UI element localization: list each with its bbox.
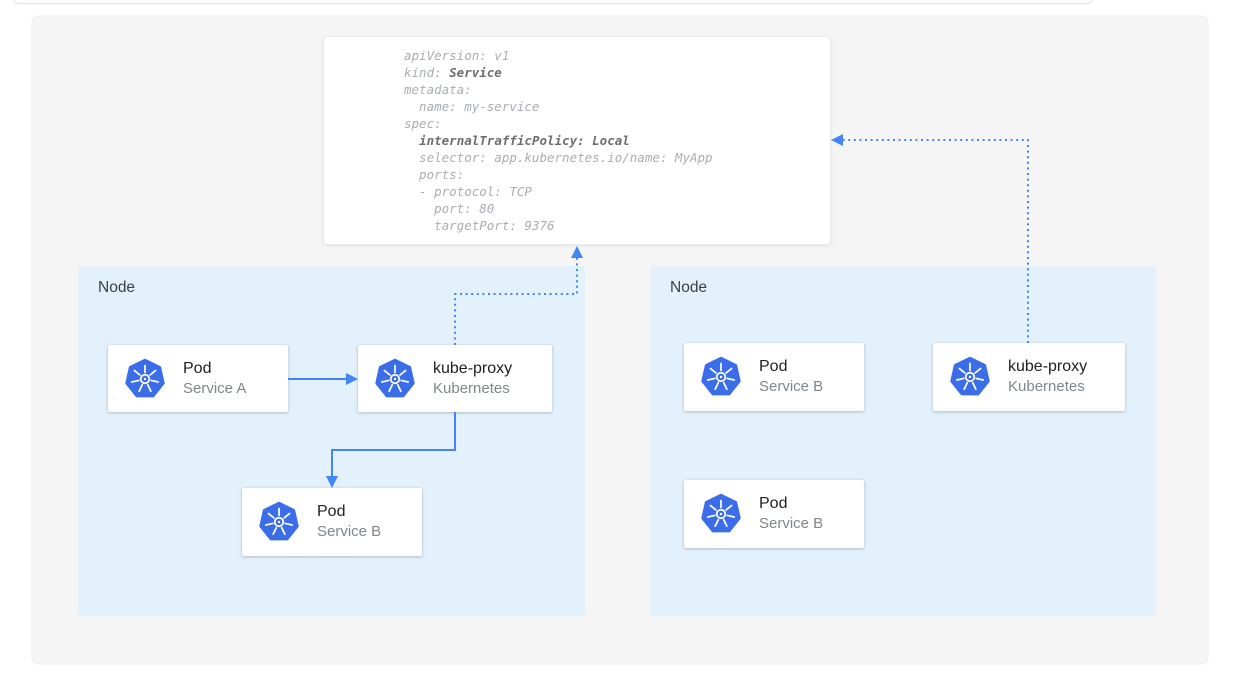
card-title: Pod [759,495,788,513]
code-line: selector: app.kubernetes.io/name: MyApp [404,150,713,165]
node-label: Node [98,279,136,296]
card-title: Pod [317,503,346,521]
kube-proxy-right-card: kube-proxy Kubernetes [933,343,1125,411]
pod-service-a-card: Pod Service A [108,345,288,412]
code-line: internalTrafficPolicy: Local [419,133,630,148]
code-line: port: 80 [404,201,495,216]
card-title: kube-proxy [433,359,513,377]
pod-service-b-right-card-1: Pod Service B [684,343,864,411]
card-title: Pod [183,359,212,377]
kubernetes-icon [124,358,166,400]
card-subtitle: Kubernetes [433,379,510,397]
pod-service-b-left-card: Pod Service B [242,488,422,556]
pod-service-b-right-card-2: Pod Service B [684,480,864,548]
node-box-left: Node [78,266,585,616]
kubernetes-icon [700,493,742,535]
card-subtitle: Service B [759,515,824,533]
yaml-code: apiVersion: v1 kind: Service metadata: nam… [404,47,830,234]
kube-proxy-left-card: kube-proxy Kubernetes [358,345,552,412]
code-line: ports: [404,167,465,182]
card-subtitle: Service A [183,379,247,397]
card-title: Pod [759,358,788,376]
code-line: metadata: [404,82,472,97]
card-subtitle: Kubernetes [1008,378,1085,396]
kubernetes-icon [700,356,742,398]
kubernetes-icon [949,356,991,398]
top-divider [13,0,1093,4]
card-subtitle: Service B [317,523,382,541]
service-yaml-card: apiVersion: v1 kind: Service metadata: nam… [323,36,831,245]
code-line: targetPort: 9376 [404,218,555,233]
code-line: spec: [404,116,442,131]
kubernetes-icon [258,501,300,543]
code-line: apiVersion: v1 [404,48,510,63]
kubernetes-icon [374,358,416,400]
code-line: name: my-service [404,99,540,114]
node-box-right: Node [650,266,1156,616]
code-line: - protocol: TCP [404,184,532,199]
card-subtitle: Service B [759,378,824,396]
node-label: Node [670,279,708,296]
card-title: kube-proxy [1008,358,1088,376]
code-line: kind: Service [404,65,502,80]
